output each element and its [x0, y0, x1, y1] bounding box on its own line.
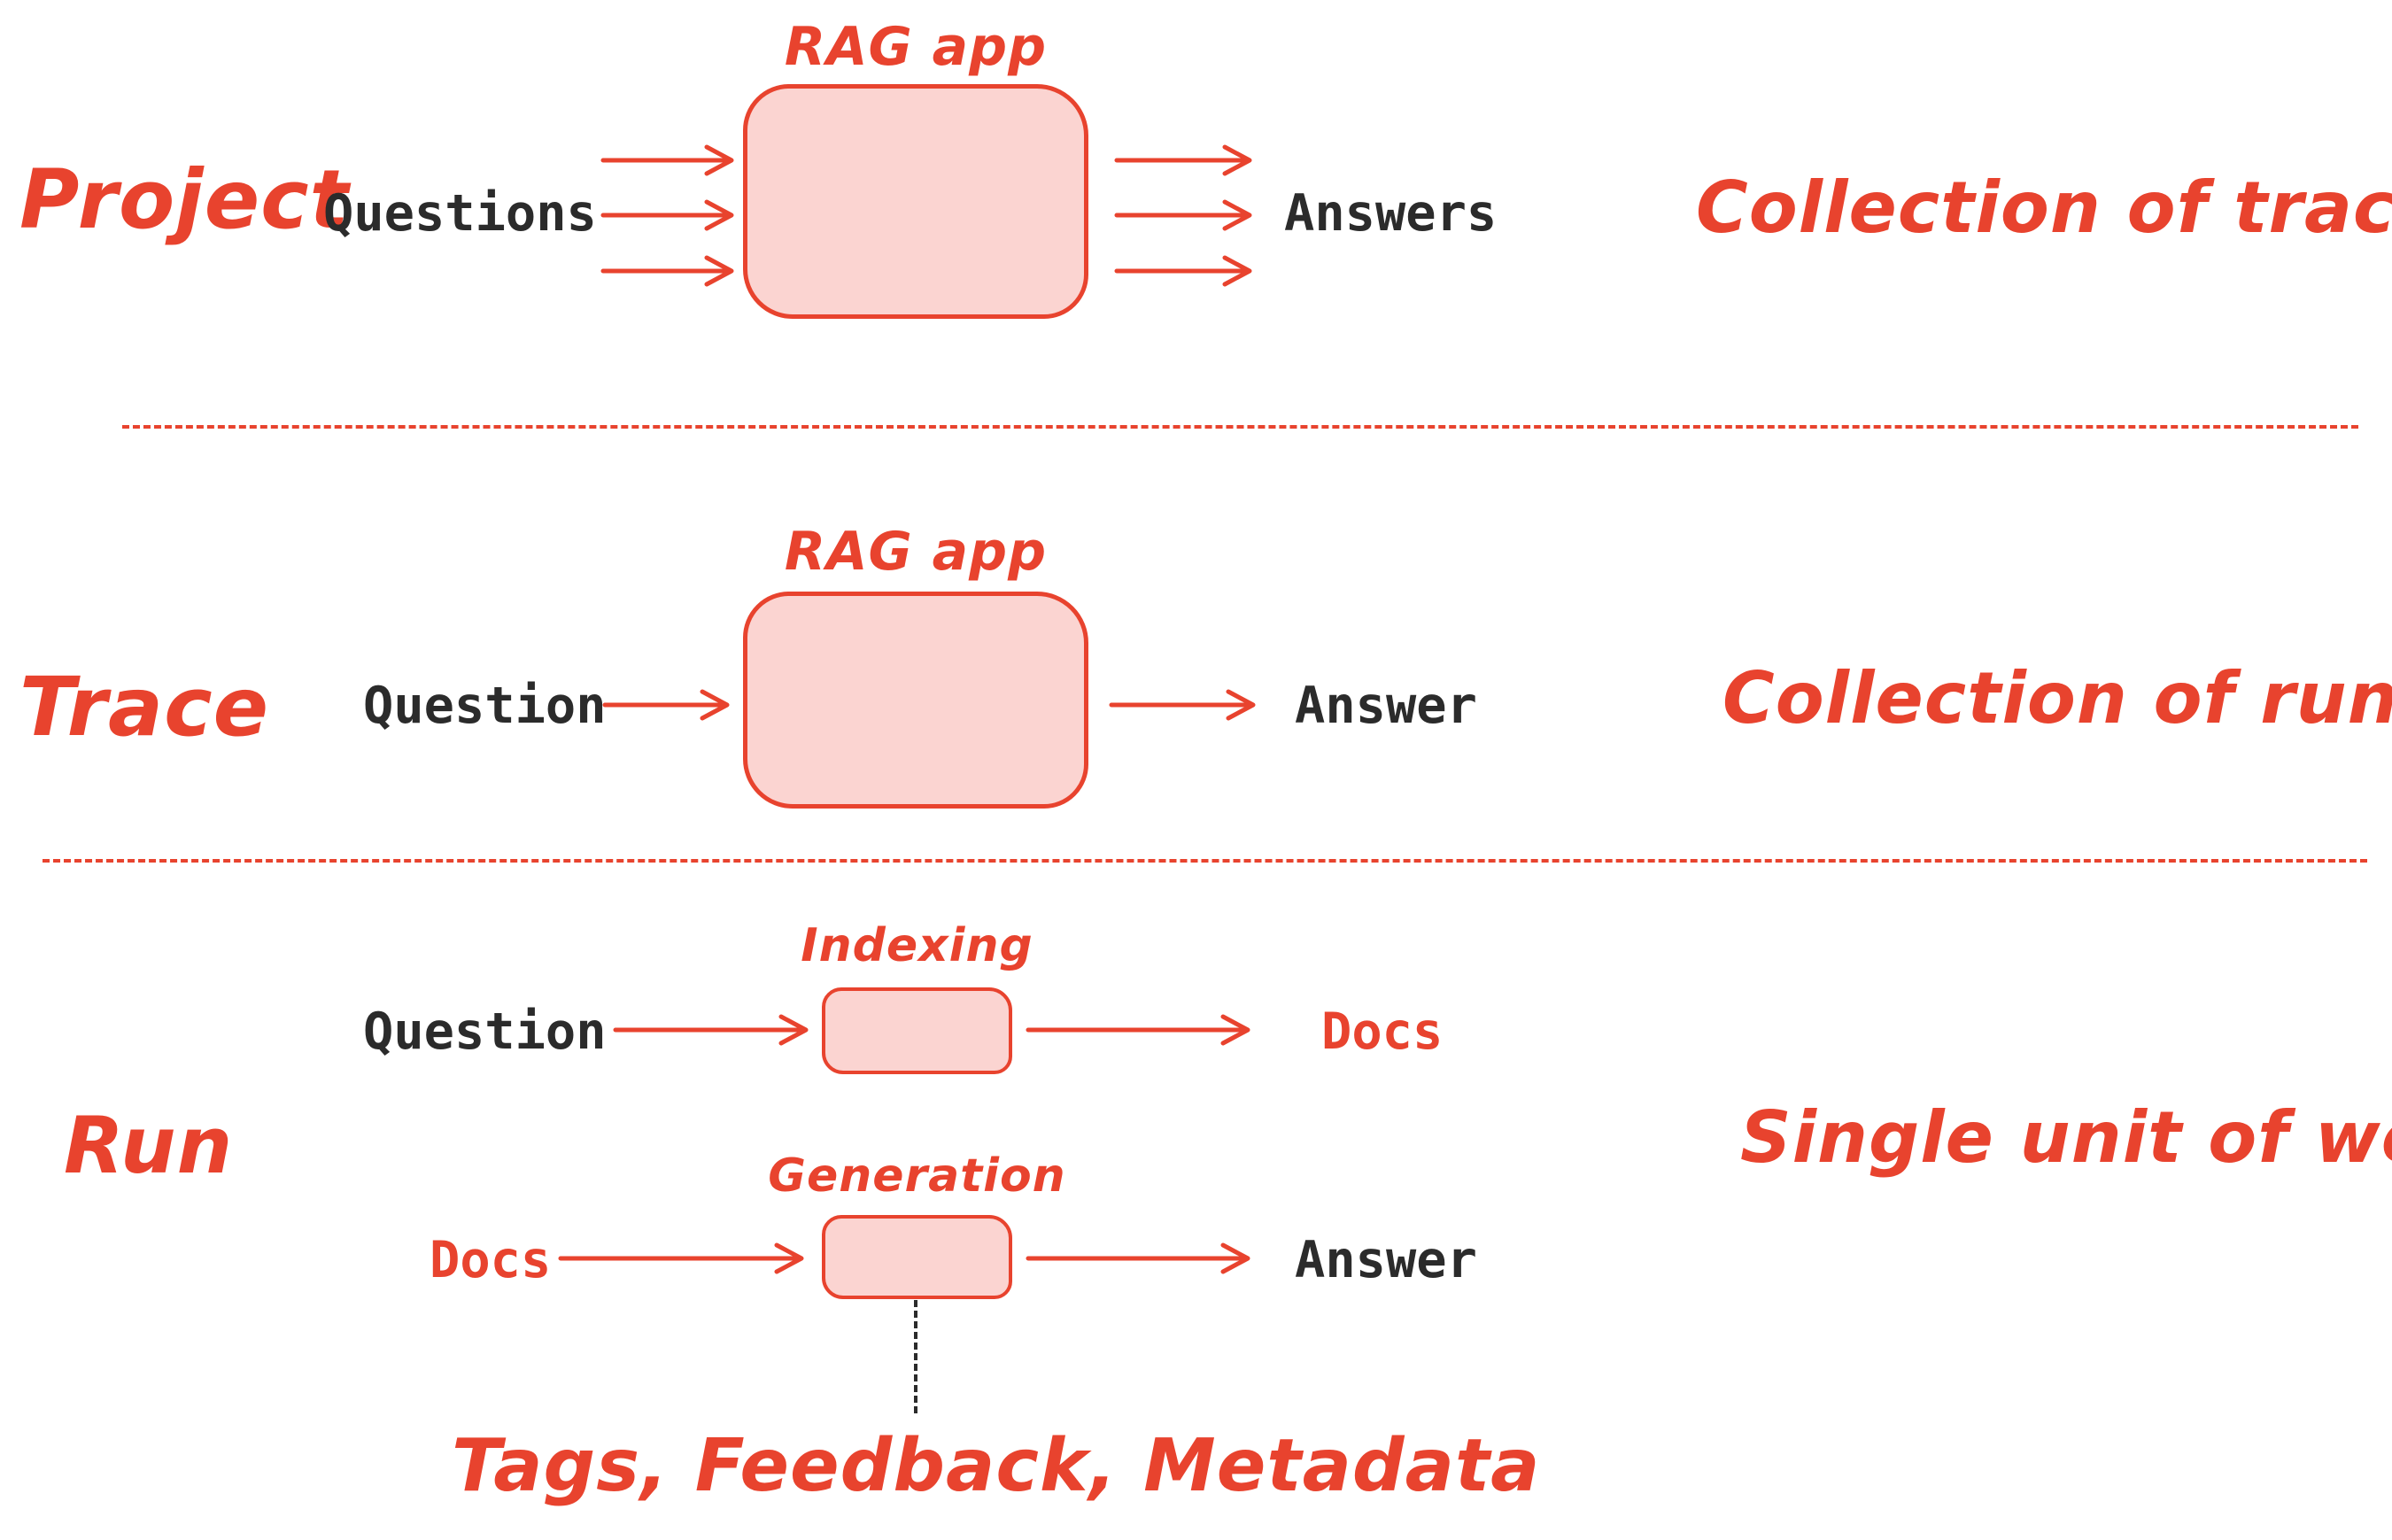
generation-box-title: Generation: [768, 1149, 1066, 1203]
trace-input-label: Question: [363, 677, 607, 735]
project-input-label: Questions: [323, 184, 597, 243]
arrow-right-icon: [1026, 1014, 1250, 1046]
generation-output-label: Answer: [1295, 1231, 1477, 1289]
trace-section-label: Trace: [19, 660, 270, 755]
project-output-label: Answers: [1284, 184, 1498, 243]
arrow-right-icon: [600, 255, 734, 287]
arrow-right-icon: [600, 144, 734, 176]
arrow-right-icon: [602, 689, 730, 721]
run-section-label: Run: [64, 1100, 234, 1191]
indexing-output-label: Docs: [1321, 1002, 1444, 1061]
annotation-connector: [914, 1300, 917, 1413]
trace-box-title: RAG app: [784, 521, 1048, 583]
arrow-right-icon: [1109, 689, 1256, 721]
rag-app-box: [743, 592, 1088, 809]
rag-app-box: [743, 84, 1088, 319]
project-box-title: RAG app: [784, 16, 1048, 78]
trace-description: Collection of runs: [1722, 657, 2392, 739]
arrow-right-icon: [558, 1242, 804, 1274]
arrow-right-icon: [1114, 199, 1252, 231]
run-description: Single unit of work: [1740, 1096, 2392, 1179]
indexing-box-title: Indexing: [801, 919, 1033, 972]
generation-box: [822, 1215, 1012, 1299]
indexing-input-label: Question: [363, 1002, 607, 1061]
trace-output-label: Answer: [1295, 677, 1477, 735]
section-divider: [43, 859, 2367, 863]
indexing-box: [822, 987, 1012, 1074]
arrow-right-icon: [1026, 1242, 1250, 1274]
section-divider: [122, 425, 2358, 429]
project-section-label: Project: [19, 152, 350, 247]
arrow-right-icon: [613, 1014, 809, 1046]
generation-input-label: Docs: [430, 1231, 552, 1289]
arrow-right-icon: [600, 199, 734, 231]
project-description: Collection of traces: [1696, 166, 2392, 249]
arrow-right-icon: [1114, 144, 1252, 176]
run-annotation: Tags, Feedback, Metadata: [452, 1424, 1541, 1508]
arrow-right-icon: [1114, 255, 1252, 287]
